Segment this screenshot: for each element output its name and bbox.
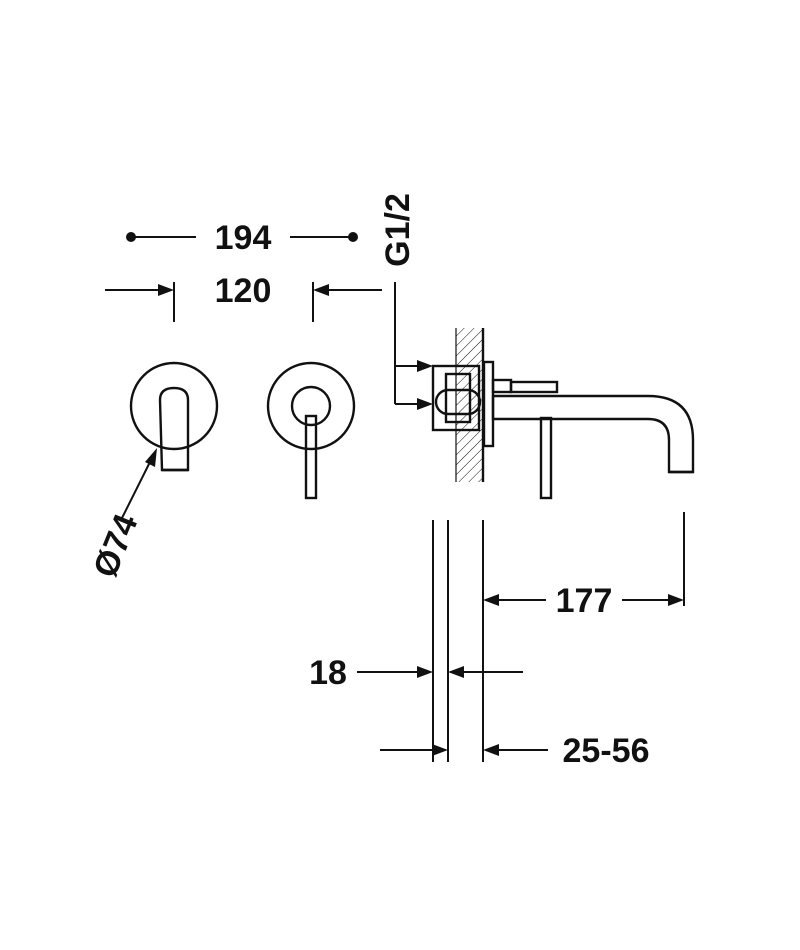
dimension-thread: G1/2 — [379, 193, 433, 410]
label-thread: G1/2 — [379, 193, 417, 267]
label-spout-projection: 177 — [556, 582, 613, 620]
dimension-wall-range: 25-56 — [380, 732, 649, 770]
extension-lines — [432, 512, 685, 762]
concealed-body — [431, 364, 482, 432]
dimension-spacing: 120 — [105, 272, 382, 322]
label-rosette-diameter: Ø74 — [86, 509, 145, 583]
spout-side — [491, 394, 695, 474]
label-overall-width: 194 — [215, 219, 272, 257]
label-wall-range: 25-56 — [563, 732, 650, 770]
right-handle-front-view — [266, 361, 356, 500]
lever-handle-side — [491, 378, 559, 500]
cover-plate — [482, 360, 495, 448]
label-plate-thickness: 18 — [309, 654, 347, 692]
left-handle-front-view — [129, 361, 219, 472]
dimension-plate-thickness: 18 — [309, 654, 523, 692]
label-spacing: 120 — [215, 272, 272, 310]
dimension-overall-width: 194 — [126, 219, 358, 257]
dimension-spout-projection: 177 — [483, 582, 684, 620]
dimension-rosette-diameter: Ø74 — [86, 448, 157, 583]
